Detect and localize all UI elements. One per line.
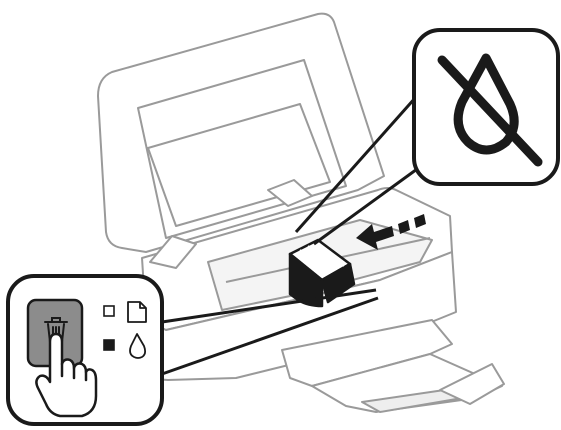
paper-light [104,306,114,316]
paper-icon [128,302,146,322]
ink-light [104,340,114,350]
